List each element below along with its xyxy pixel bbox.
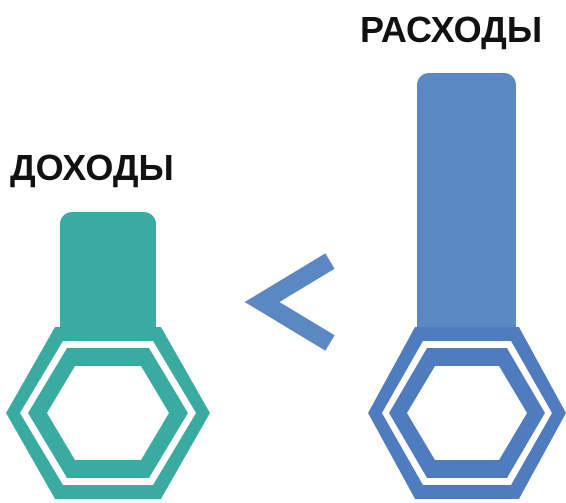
expenses-hexagon-core xyxy=(407,366,527,460)
income-hexagon-core xyxy=(47,366,169,460)
income-bar xyxy=(60,212,156,347)
expenses-gauge xyxy=(368,73,566,499)
expenses-label: РАСХОДЫ xyxy=(360,9,543,50)
expenses-bar xyxy=(417,73,516,347)
income-gauge xyxy=(6,212,210,499)
less-than-icon xyxy=(244,253,335,351)
income-label: ДОХОДЫ xyxy=(10,147,174,188)
